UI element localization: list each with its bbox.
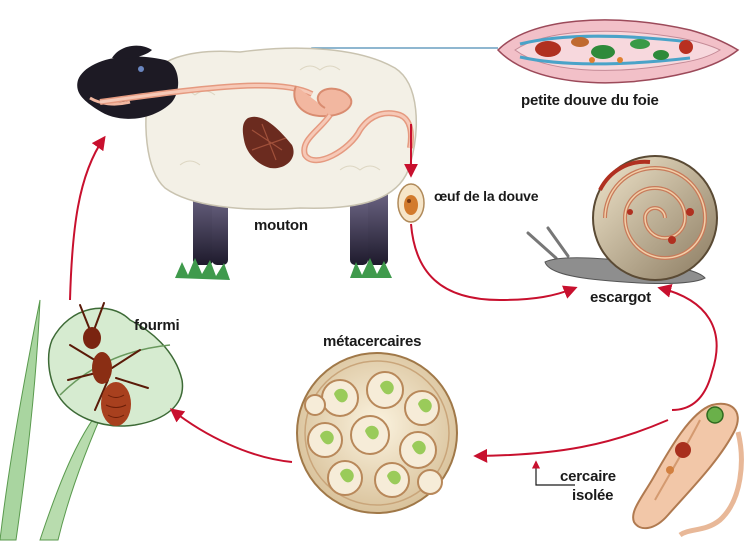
label-fluke: petite douve du foie	[521, 92, 659, 109]
liver-fluke-illustration	[498, 20, 738, 83]
sheep-illustration	[77, 46, 416, 280]
label-egg: œuf de la douve	[434, 188, 538, 204]
snail-illustration	[528, 156, 717, 284]
label-sheep: mouton	[254, 217, 308, 234]
label-metacercariae: métacercaires	[323, 333, 421, 350]
label-snail: escargot	[590, 289, 651, 306]
fluke-egg-illustration	[398, 184, 424, 222]
label-cercaria-line1: cercaire	[560, 468, 616, 485]
label-ant: fourmi	[134, 317, 179, 334]
metacercariae-cyst-illustration	[297, 353, 457, 513]
cercaria-illustration	[633, 404, 741, 535]
arrow-snail-to-cercaria	[660, 288, 717, 410]
arrow-ant-to-sheep	[70, 138, 104, 300]
ant-illustration	[0, 300, 182, 540]
arrow-cyst-to-ant	[172, 410, 292, 462]
arrow-cercaria-to-cyst	[476, 420, 668, 456]
label-cercaria-line2: isolée	[572, 487, 613, 504]
